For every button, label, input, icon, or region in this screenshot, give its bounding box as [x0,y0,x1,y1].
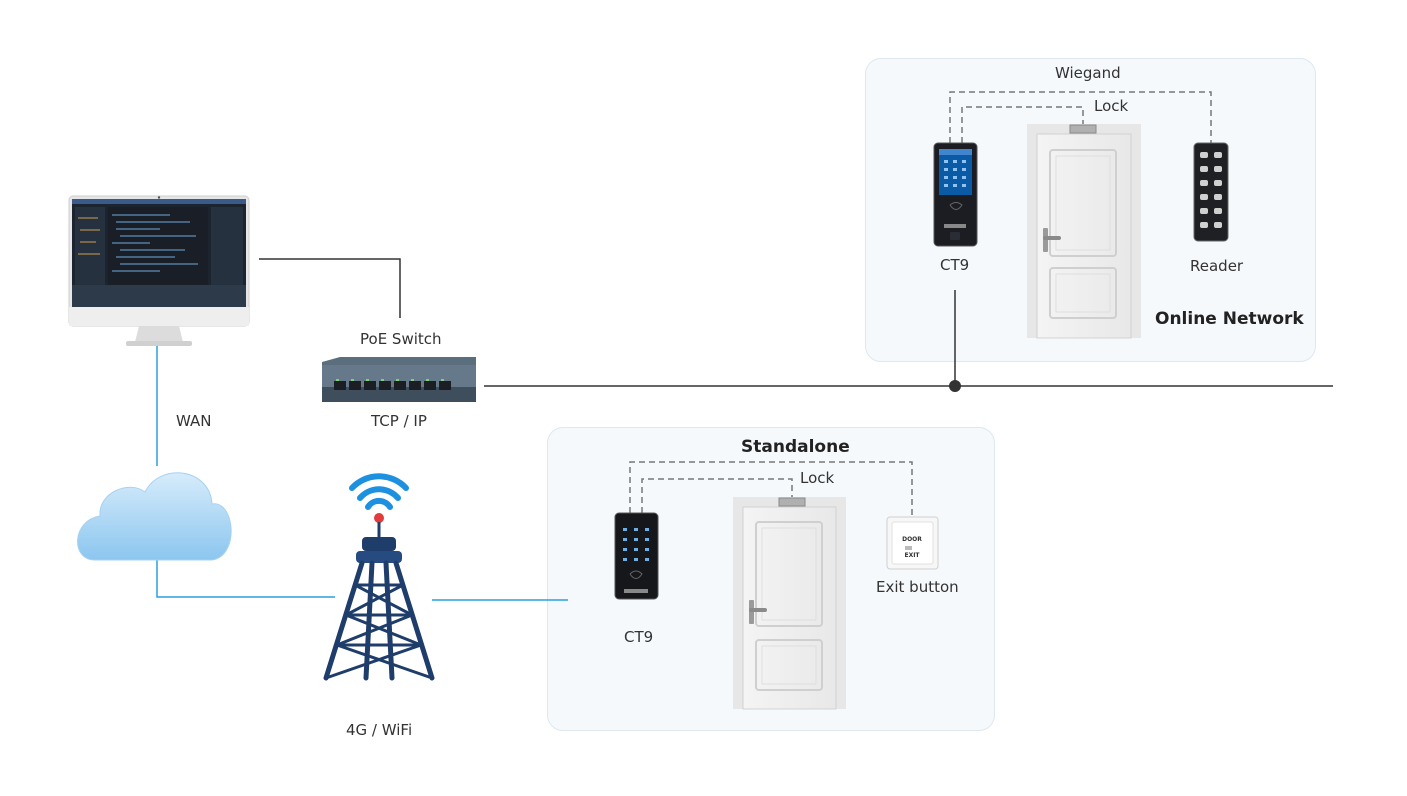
poe-switch-icon [322,357,476,402]
exit-button-top-text: DOOR [902,536,922,543]
ct9-online-device-icon [933,142,978,247]
tcp-ip-label: TCP / IP [371,412,427,430]
junction-dot [949,380,961,392]
computer-monitor-icon [68,195,250,346]
wan-lines [156,346,568,601]
online-network-title: Online Network [1155,309,1304,329]
lock-standalone-label: Lock [800,469,835,487]
standalone-dashed-cables [629,461,913,517]
door-online-icon [1027,124,1141,339]
online-dashed-cables [949,91,1212,143]
cloud-icon [77,472,232,561]
reader-device-icon [1193,142,1229,242]
reader-label: Reader [1190,257,1244,275]
standalone-title: Standalone [741,437,850,457]
door-standalone-icon [733,497,846,710]
wan-label: WAN [176,412,212,430]
ct9-online-label: CT9 [940,256,970,274]
lock-online-label: Lock [1094,97,1129,115]
computer-switch-wire [259,258,401,318]
exit-button-label: Exit button [876,578,959,596]
poe-switch-label: PoE Switch [360,330,442,348]
wireless-label: 4G / WiFi [346,721,413,739]
ct9-standalone-label: CT9 [624,628,654,646]
wires [259,258,1333,392]
ct9-standalone-device-icon [614,512,659,600]
exit-button-bottom-text: EXIT [904,552,920,559]
exit-button-device-icon: DOOR EXIT [886,516,939,570]
wiegand-label: Wiegand [1055,64,1121,82]
cell-tower-icon [323,473,435,681]
